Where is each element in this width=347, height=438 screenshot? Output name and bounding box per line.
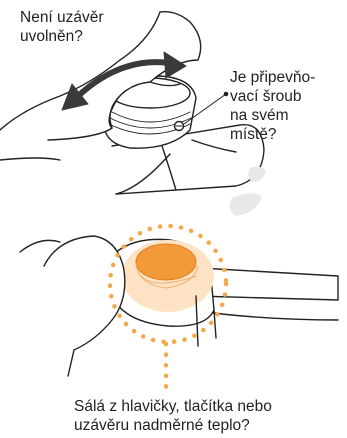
lower-scene (20, 226, 338, 390)
screw-leader-dot (224, 92, 227, 95)
device-shadow (230, 193, 262, 216)
device-shadow (248, 167, 266, 182)
glowing-button-icon (136, 244, 196, 280)
label-heat-question: Sálá z hlavičky, tlačítka nebo uzávěru n… (74, 397, 344, 435)
label-screw-question: Je připevňo- vací šroub na svém místě? (230, 68, 345, 144)
label-cap-question: Není uzávěr uvolněn? (20, 8, 170, 46)
